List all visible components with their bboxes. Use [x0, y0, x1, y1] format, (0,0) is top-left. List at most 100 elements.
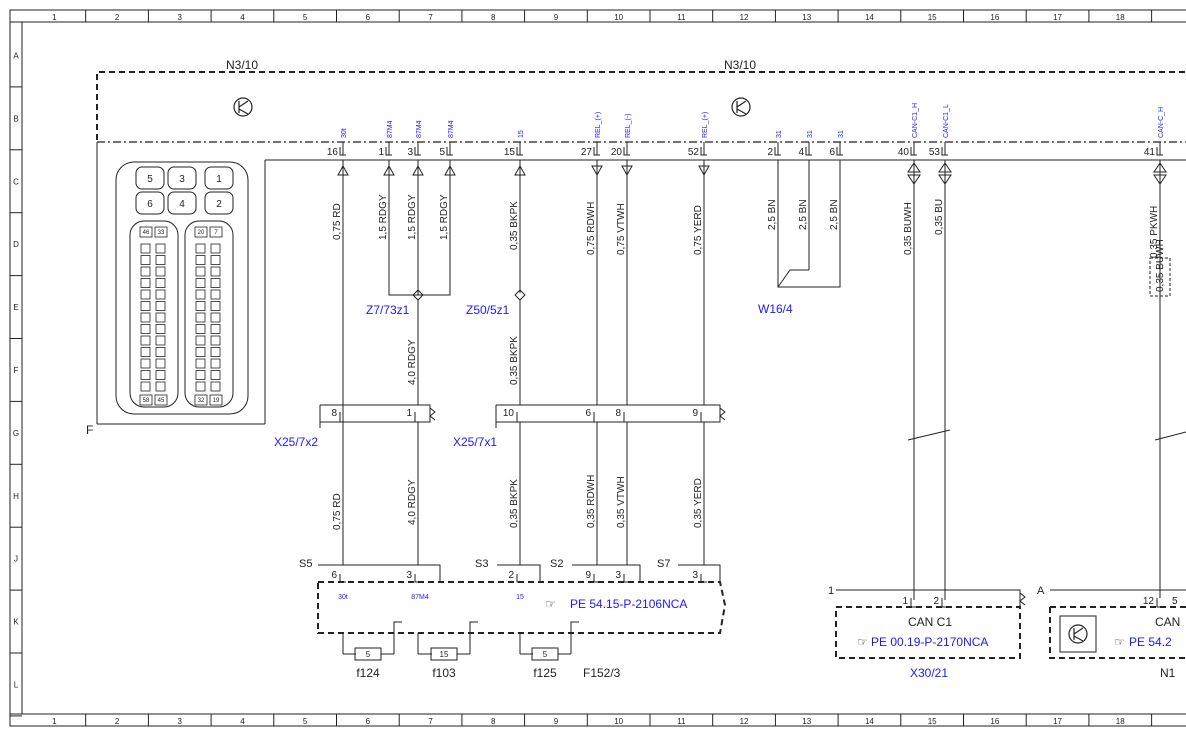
column-number-top: 18 — [1116, 13, 1125, 22]
wire-label: 0,75 RD — [332, 203, 343, 240]
can-box-outline — [835, 606, 1021, 659]
connector-signal-pin — [195, 266, 206, 277]
module-pin-number: 6 — [829, 147, 835, 158]
splice-label: Z7/73z1 — [366, 303, 410, 317]
wire-label: 2,5 BN — [798, 199, 809, 230]
column-number-bottom: 4 — [240, 717, 245, 726]
pointing-hand-icon[interactable]: ☞ — [1114, 635, 1125, 649]
ground-bridge — [777, 270, 841, 288]
connector-corner-pin-label: 32 — [198, 398, 205, 404]
module-corner-label: F — [86, 423, 93, 437]
connector-signal-pin — [155, 335, 166, 346]
column-number-bottom: 13 — [802, 717, 811, 726]
sam-section-label: S5 — [299, 558, 312, 570]
connector-power-pin-label: 2 — [216, 199, 222, 210]
module-pin-contact — [339, 147, 346, 156]
module-pin-contact — [910, 147, 917, 156]
pointing-hand-icon[interactable]: ☞ — [857, 635, 868, 649]
column-number-bottom: 1 — [52, 717, 57, 726]
can-box-contact — [941, 598, 948, 608]
sam-section-label: S2 — [550, 558, 563, 570]
connector-signal-pin — [155, 324, 166, 334]
transistor-icon — [233, 97, 253, 117]
module-pin-number: 20 — [611, 147, 623, 158]
module-pin-signal: 31 — [838, 130, 845, 138]
connector-power-pin — [204, 166, 234, 190]
module-pin-signal: 87M4 — [448, 120, 455, 138]
module-pin-signal: 31 — [807, 130, 814, 138]
connector-signal-pin — [195, 301, 206, 311]
connector-corner-pin — [139, 226, 153, 238]
frame-top-ruler — [9, 9, 1186, 23]
column-number-top: 5 — [303, 13, 308, 22]
connector-power-pin-label: 1 — [216, 174, 222, 185]
ground-bridge — [777, 269, 809, 288]
sam-pin-contact — [414, 574, 421, 583]
transistor-icon — [731, 97, 751, 117]
module-pin-contact — [414, 147, 421, 156]
sam-pin-number: 3 — [692, 570, 698, 581]
module-pin-contact — [623, 147, 630, 156]
wire-label: 4,0 RDGY — [407, 479, 418, 525]
module-pin-number: 5 — [439, 147, 445, 158]
module-pin-number: 53 — [929, 147, 941, 158]
twisted-pair-mark — [907, 429, 951, 441]
row-letter: C — [13, 177, 19, 186]
inline-connector-contact — [623, 412, 630, 423]
connector-corner-pin-label: 19 — [213, 398, 220, 404]
connector-signal-pin — [140, 266, 151, 277]
fuse-rating: 15 — [440, 650, 449, 659]
inline-connector-contact — [516, 412, 523, 423]
wire-label: 0,35 BKPK — [509, 479, 520, 528]
connector-corner-pin-label: 33 — [158, 230, 165, 236]
column-number-bottom: 10 — [614, 717, 623, 726]
connector-power-pin — [204, 191, 234, 215]
inline-connector-pin: 10 — [503, 408, 515, 419]
connector-signal-pin — [195, 358, 206, 369]
connector-signal-pin — [140, 255, 151, 265]
wire-label: 1,5 RDGY — [439, 194, 450, 240]
row-letter: L — [14, 680, 19, 689]
right-box-pin: 12 — [1143, 596, 1155, 607]
connector-signal-pin — [195, 347, 206, 357]
module-pin-number: 40 — [898, 147, 910, 158]
column-number-top: 3 — [178, 13, 183, 22]
connector-signal-pin — [210, 289, 221, 300]
wire-label: 1,5 RDGY — [407, 194, 418, 240]
connector-signal-pin — [155, 278, 166, 288]
connector-break-mark — [1019, 592, 1026, 606]
column-number-bottom: 14 — [865, 717, 874, 726]
inline-connector-pin: 1 — [406, 408, 412, 419]
module-pin-contact — [593, 147, 600, 156]
pointing-hand-icon[interactable]: ☞ — [545, 597, 556, 611]
row-letter: F — [14, 366, 19, 375]
splice-bridge — [388, 265, 451, 296]
inline-connector-contact — [414, 412, 421, 423]
column-number-bottom: 18 — [1116, 717, 1125, 726]
connector-signal-pin — [140, 324, 151, 334]
module-pin-number: 15 — [504, 147, 516, 158]
column-number-bottom: 9 — [554, 717, 559, 726]
connector-signal-pin — [155, 289, 166, 300]
sam-section-label: S7 — [657, 558, 670, 570]
column-number-top: 10 — [614, 13, 623, 22]
connector-signal-pin — [155, 255, 166, 265]
connector-power-pin-label: 3 — [179, 174, 185, 185]
connector-power-pin-label: 4 — [179, 199, 185, 210]
sam-section-label: S3 — [475, 558, 488, 570]
module-pin-number: 1 — [378, 147, 384, 158]
module-pin-signal: 15 — [518, 130, 525, 138]
sam-pin-signal: 87M4 — [411, 594, 429, 601]
sam-section-s3 — [497, 564, 541, 582]
connector-signal-pin — [195, 335, 206, 346]
wire-label: 1,5 RDGY — [378, 194, 389, 240]
module-label-left: N3/10 — [226, 58, 258, 72]
row-letter: J — [14, 555, 18, 564]
column-number-top: 11 — [677, 13, 686, 22]
wire-label: 0,35 BUWH — [1155, 239, 1166, 292]
inline-connector-x1 — [496, 404, 721, 423]
module-pin-number: 27 — [581, 147, 593, 158]
connector-signal-pin — [140, 243, 151, 254]
splice-label: W16/4 — [758, 302, 793, 316]
inline-connector-pin: 8 — [615, 408, 621, 419]
